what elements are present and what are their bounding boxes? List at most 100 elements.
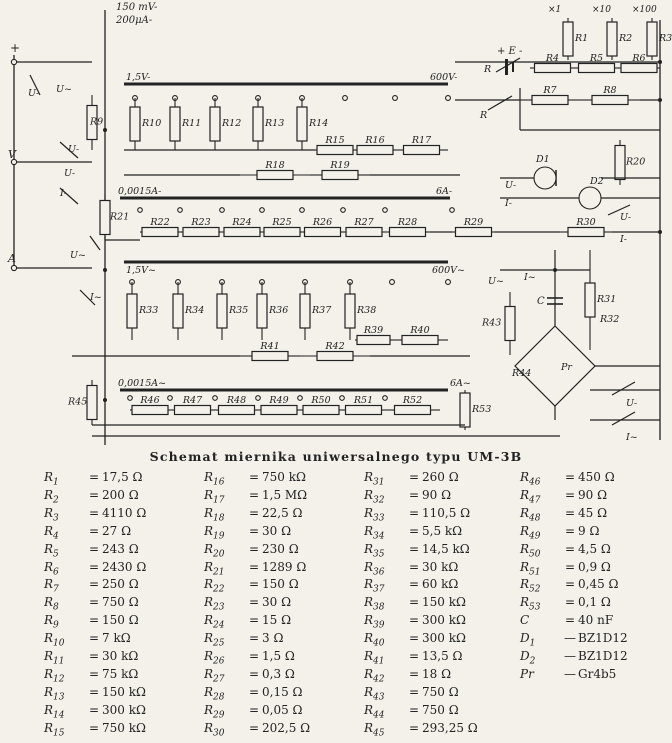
equals-sign: = xyxy=(408,523,420,538)
component-symbol: R22 xyxy=(204,577,225,595)
resistor-label-r12: R12 xyxy=(221,118,241,129)
component-symbol: R16 xyxy=(204,470,225,488)
switch-label: U- xyxy=(620,212,631,223)
switch-label: I- xyxy=(619,234,627,245)
component-value: 22,5 Ω xyxy=(262,505,303,520)
equals-sign: = xyxy=(408,505,420,520)
component-symbol: R45 xyxy=(364,720,385,738)
equals-sign: = xyxy=(88,631,100,646)
component-symbol: R32 xyxy=(364,487,385,506)
equals-sign: = xyxy=(248,577,260,592)
component-symbol: R26 xyxy=(204,649,225,667)
multiplier-x100-label: ×100 xyxy=(632,5,657,15)
resistor-label-r41: R41 xyxy=(259,341,279,352)
resistor-r33 xyxy=(126,293,138,329)
component-symbol: R35 xyxy=(364,541,385,559)
resistor-r46 xyxy=(131,404,169,416)
resistor-r16 xyxy=(356,144,394,156)
resistor-r49 xyxy=(260,404,298,416)
switch-blade xyxy=(59,141,79,159)
component-value: 150 kΩ xyxy=(422,595,466,610)
equals-sign: — xyxy=(564,649,576,663)
resistor-label-r20: R20 xyxy=(625,157,645,168)
resistor-r34 xyxy=(172,293,184,329)
contact-terminal xyxy=(342,95,348,101)
resistor-r8 xyxy=(591,94,629,106)
resistor-label-r14: R14 xyxy=(308,118,328,129)
contact-terminal xyxy=(382,207,388,213)
resistor-label-r53: R53 xyxy=(471,404,491,415)
switch-blade xyxy=(59,187,79,205)
component-symbol: R36 xyxy=(364,559,385,577)
contact-terminal xyxy=(445,279,451,285)
contact-terminal xyxy=(177,207,183,213)
battery-label: + E - xyxy=(497,46,523,57)
component-value: 1,5 Ω xyxy=(262,649,295,663)
resistor-label-r9: R9 xyxy=(89,117,103,128)
resistor-r19 xyxy=(321,169,359,181)
resistor-r35 xyxy=(216,293,228,329)
diode-d1-label: D1 xyxy=(535,154,550,165)
resistor-r4 xyxy=(533,62,572,74)
component-value: 45 Ω xyxy=(578,505,608,520)
component-symbol: C xyxy=(520,613,530,628)
component-value: BZ1D12 xyxy=(578,631,628,646)
contact-terminal xyxy=(167,395,173,401)
resistor-label-r21: R21 xyxy=(109,212,129,223)
equals-sign: = xyxy=(88,523,100,538)
resistor-r53 xyxy=(459,392,471,428)
component-value: 750 kΩ xyxy=(102,720,146,735)
equals-sign: = xyxy=(408,559,420,574)
component-symbol: R5 xyxy=(44,541,59,559)
component-symbol: R19 xyxy=(204,523,225,542)
component-value: 243 Ω xyxy=(102,541,139,556)
resistor-label-r19: R19 xyxy=(329,160,349,171)
resistor-label-r29: R29 xyxy=(463,217,483,228)
resistor-label-r10: R10 xyxy=(141,118,161,129)
component-value: 293,25 Ω xyxy=(422,720,478,735)
equals-sign: = xyxy=(408,649,420,663)
terminal-plus: + xyxy=(10,41,20,55)
component-value: 3 Ω xyxy=(262,631,284,646)
component-value: 30 kΩ xyxy=(422,559,459,574)
equals-sign: = xyxy=(408,631,420,646)
resistor-r30 xyxy=(567,226,605,238)
equals-sign: = xyxy=(564,470,576,484)
switch-blade xyxy=(611,411,636,426)
range-label: 6A- xyxy=(436,186,452,197)
resistor-label-r47: R47 xyxy=(182,395,203,406)
component-value: 300 kΩ xyxy=(102,702,146,717)
component-symbol: R27 xyxy=(204,666,225,685)
component-value: 40 nF xyxy=(578,613,614,628)
component-symbol: R20 xyxy=(204,541,225,559)
component-value: 750 Ω xyxy=(422,702,459,717)
range-label: 0,0015A- xyxy=(118,186,161,197)
equals-sign: = xyxy=(88,649,100,663)
resistor-label-r49: R49 xyxy=(268,395,288,406)
resistor-label-r44: R44 xyxy=(511,368,531,379)
component-symbol: R50 xyxy=(520,541,541,559)
equals-sign: = xyxy=(88,487,100,502)
resistor-label-r4: R4 xyxy=(545,53,559,64)
component-value: 260 Ω xyxy=(422,470,459,484)
range-label: 1,5V- xyxy=(126,72,150,83)
rectifier-bridge xyxy=(514,325,596,407)
equals-sign: = xyxy=(564,523,576,538)
component-value: 75 kΩ xyxy=(102,666,139,681)
resistor-label-r16: R16 xyxy=(364,135,384,146)
component-value: 300 kΩ xyxy=(422,631,466,646)
component-symbol: R39 xyxy=(364,613,385,631)
component-symbol: R47 xyxy=(520,487,541,506)
component-symbol: R52 xyxy=(520,577,541,595)
range-label: 600V~ xyxy=(432,265,465,276)
component-value: 750 Ω xyxy=(102,595,139,610)
resistor-label-r52: R52 xyxy=(402,395,422,406)
component-symbol: R43 xyxy=(364,684,385,703)
range-label: 6A~ xyxy=(450,378,471,389)
component-symbol: R9 xyxy=(44,613,59,631)
resistor-label-r26: R26 xyxy=(312,217,332,228)
contact-terminal xyxy=(389,279,395,285)
equals-sign: = xyxy=(564,559,576,574)
equals-sign: = xyxy=(248,666,260,681)
